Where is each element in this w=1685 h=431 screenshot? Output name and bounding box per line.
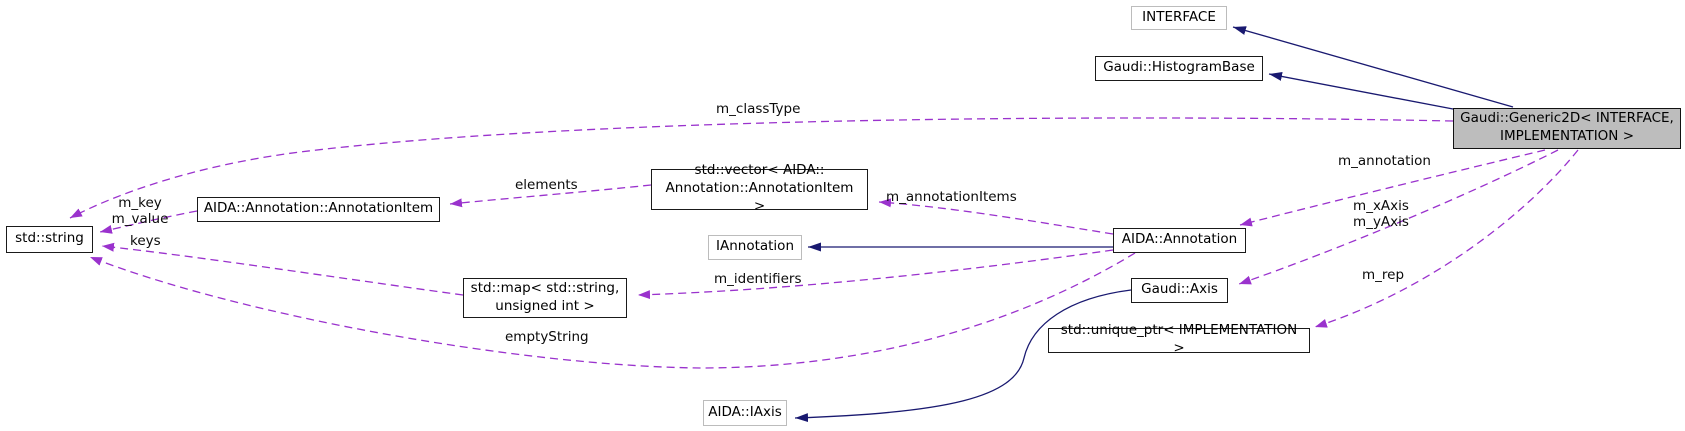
edge-m-identifiers: [637, 249, 1114, 300]
edge-m-annotationitems: [878, 198, 1114, 235]
node-interface: INTERFACE: [1131, 6, 1227, 30]
edge-label-m-rep: m_rep: [1362, 267, 1405, 283]
node-iannotation: IAnnotation: [708, 235, 802, 260]
edge-label-elements: elements: [515, 177, 578, 193]
edge-label-m-key-m-value: m_key m_value: [111, 195, 169, 227]
node-gaudi-histogrambase[interactable]: Gaudi::HistogramBase: [1095, 56, 1263, 81]
edge-inherit-interface: [1232, 26, 1514, 108]
edge-inherit-aida-iaxis: [794, 289, 1132, 423]
edge-label-m-identifiers: m_identifiers: [714, 271, 802, 287]
node-std-unique-ptr[interactable]: std::unique_ptr< IMPLEMENTATION >: [1048, 322, 1310, 356]
edge-label-m-annotationitems: m_annotationItems: [886, 189, 1017, 205]
edge-m-rep: [1314, 149, 1579, 328]
node-gaudi-axis[interactable]: Gaudi::Axis: [1131, 278, 1228, 303]
node-std-vector-annotationitem[interactable]: std::vector< AIDA:: Annotation::Annotati…: [651, 162, 868, 214]
edge-m-annotation: [1239, 149, 1546, 227]
node-gaudi-generic2d: Gaudi::Generic2D< INTERFACE, IMPLEMENTAT…: [1453, 108, 1681, 149]
node-std-map[interactable]: std::map< std::string, unsigned int >: [463, 278, 627, 318]
edge-label-keys: keys: [130, 233, 161, 249]
node-aida-iaxis: AIDA::IAxis: [703, 400, 787, 426]
edge-m-key-m-value: [99, 210, 198, 234]
edge-inherit-histogram-base: [1268, 72, 1454, 110]
edge-label-m-annotation: m_annotation: [1338, 153, 1431, 169]
edge-label-m-classtype: m_classType: [716, 101, 801, 117]
edge-label-m-xaxis-m-yaxis: m_xAxis m_yAxis: [1353, 198, 1409, 230]
edge-emptystring: [89, 252, 1136, 369]
node-aida-annotation-annotationitem[interactable]: AIDA::Annotation::AnnotationItem: [197, 197, 440, 222]
edge-m-xaxis-m-yaxis: [1238, 149, 1559, 285]
node-aida-annotation[interactable]: AIDA::Annotation: [1113, 228, 1246, 253]
node-std-string[interactable]: std::string: [6, 226, 93, 253]
edge-label-emptystring: emptyString: [505, 329, 589, 345]
edge-keys: [101, 242, 464, 296]
